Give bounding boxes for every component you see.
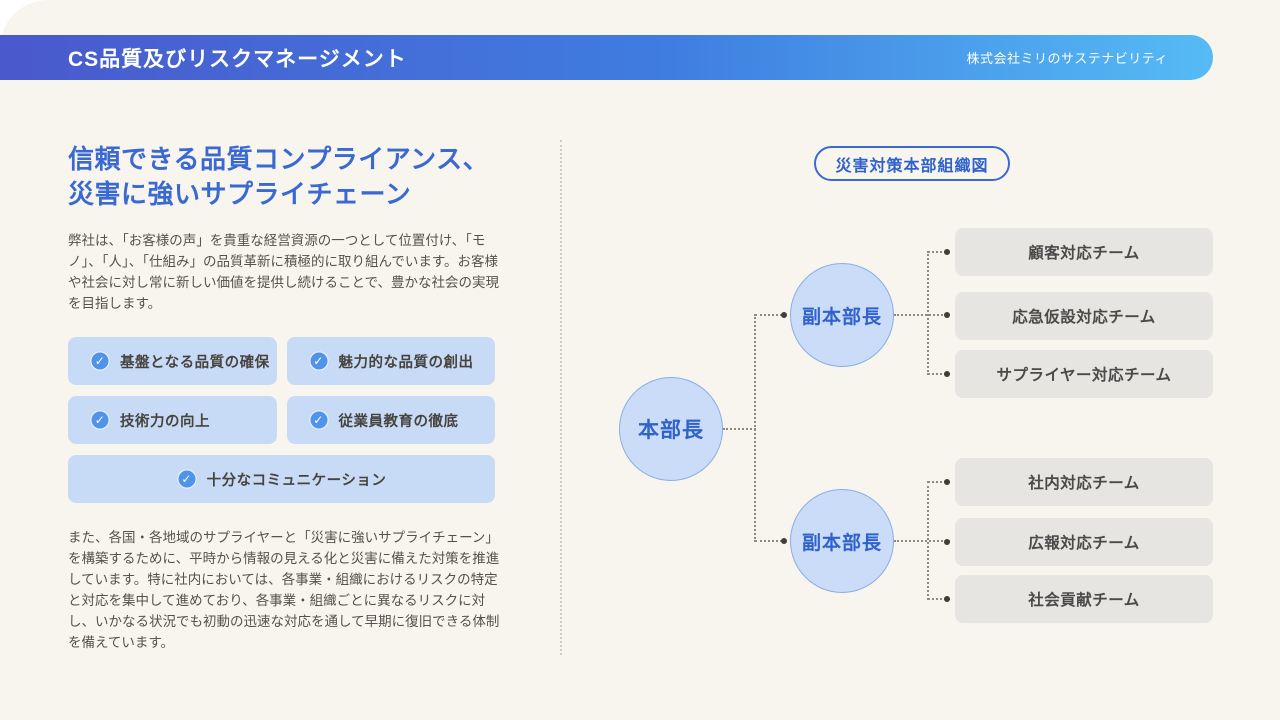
quality-item: ✓ 従業員教育の徹底 [286, 396, 495, 444]
connector-line [894, 540, 950, 542]
connector-dot [781, 538, 787, 544]
connector-dot [944, 539, 950, 545]
quality-item: ✓ 魅力的な品質の創出 [286, 337, 495, 385]
team-box: 社会貢献チーム [955, 575, 1213, 623]
connector-line [928, 598, 950, 600]
connector-line [927, 251, 929, 375]
connector-dot [944, 249, 950, 255]
connector-line [755, 540, 786, 542]
vertical-divider [560, 140, 562, 655]
team-box: 広報対応チーム [955, 518, 1213, 566]
team-box: 社内対応チーム [955, 458, 1213, 506]
quality-item: ✓ 技術力の向上 [68, 396, 277, 444]
check-circle-icon: ✓ [308, 410, 329, 430]
quality-items-grid: ✓ 基盤となる品質の確保 ✓ 魅力的な品質の創出 ✓ 技術力の向上 ✓ 従業員教… [68, 337, 495, 503]
team-box: 顧客対応チーム [955, 228, 1213, 276]
section-heading: 信頼できる品質コンプライアンス、 災害に強いサプライチェーン [68, 142, 528, 212]
check-circle-icon: ✓ [308, 351, 329, 371]
page-title: CS品質及びリスクマネージメント [68, 47, 407, 71]
check-circle-icon: ✓ [176, 469, 197, 489]
quality-item: ✓ 基盤となる品質の確保 [68, 337, 277, 385]
quality-item-label: 基盤となる品質の確保 [120, 354, 270, 371]
connector-line [927, 481, 929, 600]
org-node-chief: 本部長 [619, 377, 723, 481]
check-circle-icon: ✓ [90, 351, 110, 371]
section-heading-line1: 信頼できる品質コンプライアンス、 [68, 144, 490, 174]
org-node-deputy-top: 副本部長 [790, 263, 894, 367]
org-node-deputy-bottom: 副本部長 [790, 489, 894, 593]
connector-line [928, 373, 950, 375]
section-heading-line2: 災害に強いサプライチェーン [68, 179, 412, 210]
connector-line [894, 314, 950, 316]
connector-line [723, 428, 756, 430]
quality-item-label: 従業員教育の徹底 [338, 413, 459, 430]
quality-item-label: 十分なコミュニケーション [206, 472, 387, 489]
connector-dot [944, 312, 950, 318]
header-bar: CS品質及びリスクマネージメント 株式会社ミリのサステナビリティ [0, 35, 1213, 80]
org-chart-badge: 災害対策本部組織図 [814, 146, 1010, 181]
quality-item: ✓ 十分なコミュニケーション [68, 455, 495, 503]
team-box: サプライヤー対応チーム [955, 350, 1213, 398]
connector-dot [944, 479, 950, 485]
connector-dot [944, 596, 950, 602]
team-box: 応急仮設対応チーム [955, 292, 1213, 340]
quality-item-label: 魅力的な品質の創出 [338, 354, 474, 371]
quality-item-label: 技術力の向上 [120, 413, 210, 430]
intro-paragraph: 弊社は、「お客様の声」を貴重な経営資源の一つとして位置付け、「モノ」、「人」、「… [68, 233, 500, 311]
supply-chain-paragraph: また、各国・各地域のサプライヤーと「災害に強いサプライチェーン」を構築するために… [68, 530, 500, 650]
company-label: 株式会社ミリのサステナビリティ [966, 51, 1168, 66]
connector-line [755, 314, 786, 316]
connector-dot [781, 312, 787, 318]
connector-dot [944, 371, 950, 377]
check-circle-icon: ✓ [90, 410, 110, 430]
connector-line [754, 314, 756, 542]
connector-line [928, 251, 950, 253]
connector-line [928, 481, 950, 483]
